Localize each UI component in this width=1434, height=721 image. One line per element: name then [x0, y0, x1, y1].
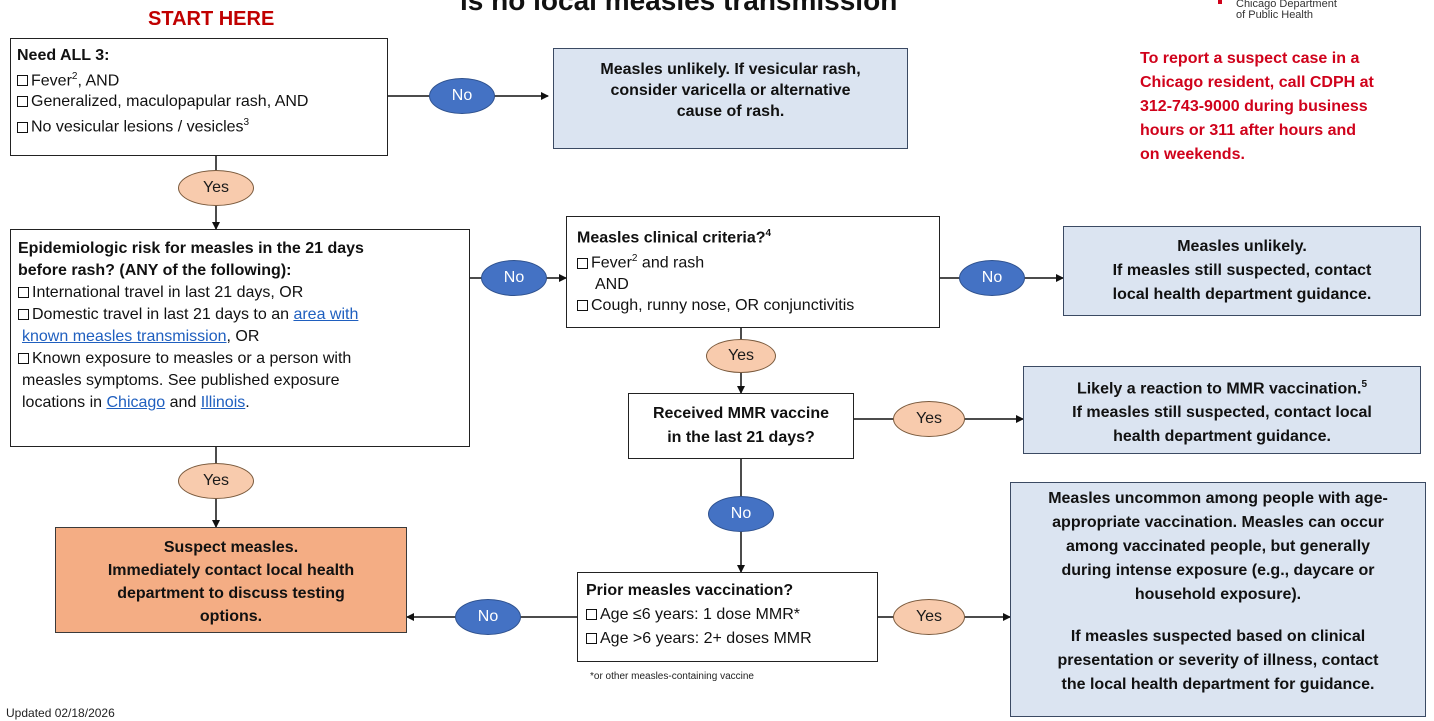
yes-label: Yes [178, 463, 254, 499]
box-text-line: Measles unlikely. [1177, 238, 1307, 255]
box-title-line: Epidemiologic risk for measles in the 21… [18, 240, 364, 257]
prior-vaccination-box: Prior measles vaccination? Age ≤6 years:… [577, 572, 878, 662]
report-line: 312-743-9000 during business [1140, 98, 1368, 115]
checklist-item: Age >6 years: 2+ doses MMR [586, 627, 869, 651]
box-title-line: before rash? (ANY of the following): [18, 262, 292, 279]
org-name-line2: of Public Health [1236, 9, 1314, 21]
no-label: No [429, 78, 495, 114]
area-with-transmission-link[interactable]: area with [293, 306, 359, 323]
checklist-item-cont: locations in Chicago and Illinois. [22, 394, 250, 411]
checkbox-icon [586, 633, 597, 644]
updated-date: Updated 02/18/2026 [6, 706, 115, 720]
yes-label: Yes [706, 339, 776, 373]
checkbox-icon [577, 257, 588, 269]
checklist-item: Generalized, maculopapular rash, AND [17, 91, 381, 112]
page-title: is no local measles transmission [460, 0, 898, 16]
box-title: Prior measles vaccination? [586, 582, 794, 599]
checklist-item: No vesicular lesions / vesicles3 [17, 112, 381, 137]
checklist-item-cont: measles symptoms. See published exposure [22, 372, 340, 389]
no-label: No [708, 496, 774, 532]
box-text-line: among vaccinated people, but generally [1065, 538, 1371, 555]
no-label: No [481, 260, 547, 296]
yes-label: Yes [893, 599, 965, 635]
box-text-line: Received MMR vaccine [652, 405, 830, 422]
box-text-line: options. [199, 608, 263, 625]
report-line: hours or 311 after hours and [1140, 122, 1357, 139]
checkbox-icon [18, 287, 29, 298]
checklist-item: Age ≤6 years: 1 dose MMR* [586, 603, 869, 627]
no-label: No [455, 599, 521, 635]
measles-unlikely-contact-box: Measles unlikely. If measles still suspe… [1063, 226, 1421, 316]
checkbox-icon [17, 121, 28, 133]
checklist-item: International travel in last 21 days, OR [18, 282, 462, 304]
box-text-line: cause of rash. [676, 103, 785, 120]
box-title: Measles clinical criteria?4 [577, 228, 772, 247]
box-text-line: consider varicella or alternative [610, 82, 851, 99]
yes-label: Yes [893, 401, 965, 437]
box-text-line: If measles still suspected, contact loca… [1072, 404, 1372, 422]
checkbox-icon [17, 75, 28, 87]
logo-star-icon [1218, 0, 1222, 4]
and-label: AND [595, 275, 629, 293]
report-line: To report a suspect case in a [1140, 50, 1360, 67]
known-transmission-link[interactable]: known measles transmission [22, 328, 227, 345]
checkbox-icon [577, 299, 588, 311]
box-text-line: the local health department for guidance… [1061, 676, 1375, 693]
yes-label: Yes [178, 170, 254, 206]
box-text-line: Measles unlikely. If vesicular rash, [600, 61, 861, 78]
checklist-item: Fever2, AND [17, 66, 381, 91]
box-text-line: in the last 21 days? [667, 429, 815, 446]
checkbox-icon [586, 609, 597, 620]
spacer [1013, 607, 1423, 625]
chicago-exposure-link[interactable]: Chicago [106, 394, 166, 411]
checklist-item: Known exposure to measles or a person wi… [18, 348, 462, 370]
report-line: Chicago resident, call CDPH at [1140, 74, 1374, 91]
box-text-line: appropriate vaccination. Measles can occ… [1052, 514, 1384, 531]
mmr-reaction-box: Likely a reaction to MMR vaccination.5 I… [1023, 366, 1421, 454]
cdph-logo: Chicago Department of Public Health [1208, 0, 1428, 21]
box-text-line: Measles uncommon among people with age- [1048, 490, 1388, 507]
no-label: No [959, 260, 1025, 296]
box-text-line: Suspect measles. [163, 539, 299, 556]
checkbox-icon [17, 96, 28, 108]
box-text-line: presentation or severity of illness, con… [1057, 652, 1379, 669]
box-text-line: Likely a reaction to MMR vaccination.5 [1076, 379, 1368, 398]
checklist-item: Cough, runny nose, OR conjunctivitis [577, 295, 929, 316]
checklist-item: Domestic travel in last 21 days to an ar… [18, 304, 462, 326]
measles-uncommon-box: Measles uncommon among people with age- … [1010, 482, 1426, 717]
report-instructions: To report a suspect case in a Chicago re… [1140, 47, 1410, 167]
illinois-exposure-link[interactable]: Illinois [200, 394, 246, 411]
box-title: Need ALL 3: [17, 47, 110, 64]
report-line: on weekends. [1140, 146, 1245, 163]
box-text-line: If measles still suspected, contact [1112, 262, 1372, 279]
box-text-line: Immediately contact local health [107, 562, 355, 579]
box-text-line: during intense exposure (e.g., daycare o… [1061, 562, 1375, 579]
box-text-line: local health department guidance. [1112, 286, 1372, 303]
suspect-measles-box: Suspect measles. Immediately contact loc… [55, 527, 407, 633]
mmr-recent-box: Received MMR vaccine in the last 21 days… [628, 393, 854, 459]
start-here-label: START HERE [148, 8, 275, 30]
clinical-criteria-box: Measles clinical criteria?4 Fever2 and r… [566, 216, 940, 328]
checklist-item: Fever2 and rash [577, 248, 929, 273]
box-text-line: department to discuss testing [117, 585, 345, 602]
footnote: *or other measles-containing vaccine [590, 671, 754, 682]
need-all-3-box: Need ALL 3: Fever2, AND Generalized, mac… [10, 38, 388, 156]
epidemiologic-risk-box: Epidemiologic risk for measles in the 21… [10, 229, 470, 447]
checkbox-icon [18, 309, 29, 320]
checkbox-icon [18, 353, 29, 364]
org-name-line1: Chicago Department [1236, 0, 1337, 10]
box-text-line: If measles suspected based on clinical [1070, 628, 1366, 645]
measles-unlikely-vesicular-box: Measles unlikely. If vesicular rash, con… [553, 48, 908, 149]
checklist-item-cont: known measles transmission, OR [22, 328, 260, 345]
box-text-line: household exposure). [1134, 586, 1302, 603]
box-text-line: health department guidance. [1113, 428, 1331, 446]
